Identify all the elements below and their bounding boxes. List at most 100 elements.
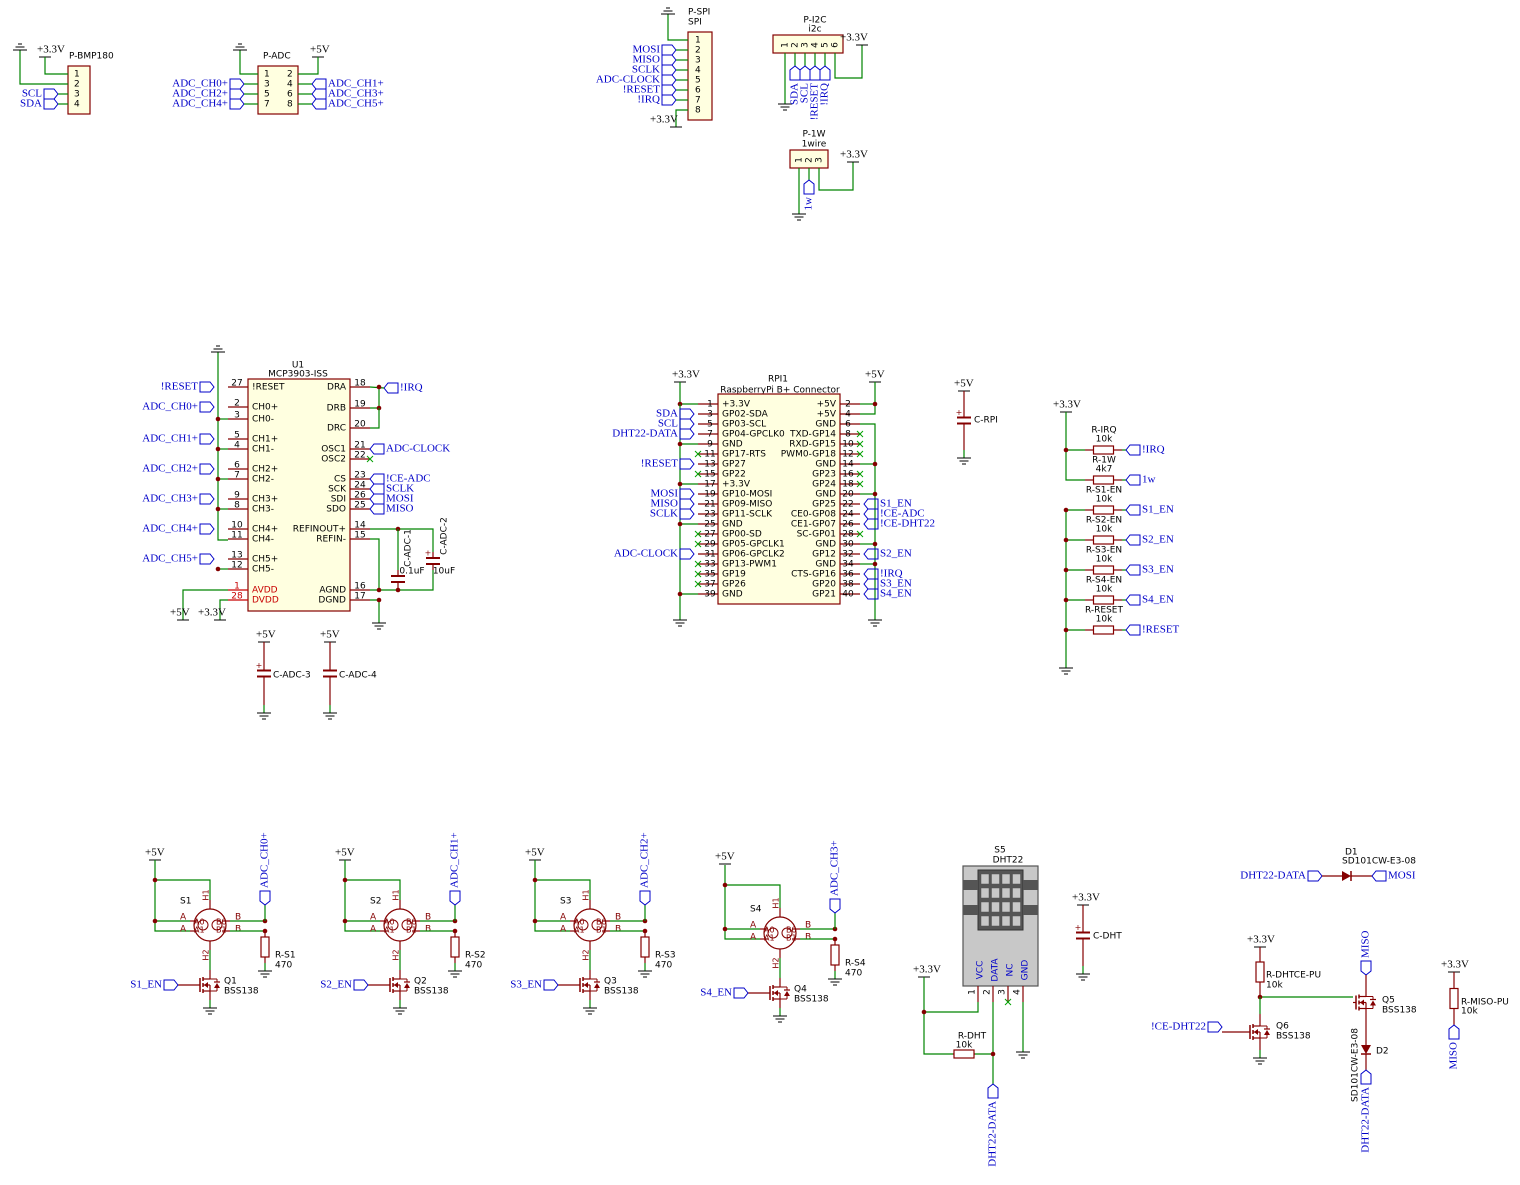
pin-name: GP24 — [812, 480, 836, 490]
pin-number: 9 — [707, 440, 713, 450]
dht22-vent — [991, 887, 1000, 899]
junction-dot — [532, 877, 538, 883]
mosfet-value: BSS138 — [604, 987, 639, 997]
global-label-flag — [679, 428, 695, 440]
junction-dot — [677, 441, 683, 447]
pin-name: CH4- — [252, 535, 274, 545]
resistor-r-miso-pu — [1449, 987, 1459, 1010]
component-body — [67, 65, 91, 115]
pin-name: A1 — [194, 926, 205, 935]
pin-name: CH2- — [252, 475, 274, 485]
power-label: +3.3V — [1247, 934, 1275, 946]
global-label-flag — [199, 553, 215, 565]
net-label: ADC_CH3+ — [328, 88, 384, 100]
pin-number: 24 — [354, 481, 366, 491]
pin-number: 27 — [704, 530, 715, 540]
global-label-flag — [383, 382, 399, 394]
junction-dot — [872, 561, 878, 567]
diode-value: SD101CW-E3-08 — [1351, 1028, 1361, 1102]
wire — [535, 879, 591, 900]
capacitor-ref: C-ADC-2 — [440, 517, 450, 555]
junction-dot — [1063, 627, 1069, 633]
component-body — [717, 393, 841, 605]
junction-dot — [677, 591, 683, 597]
pin-number: 3 — [707, 410, 713, 420]
wire — [924, 1002, 979, 1013]
pin-name: A1 — [574, 926, 585, 935]
net-label: !IRQ — [880, 568, 903, 580]
pin-number: 3 — [998, 989, 1008, 995]
connector-ref: P-1W — [802, 130, 825, 140]
global-label-flag — [679, 508, 695, 520]
pin-name: NC — [1006, 963, 1016, 976]
junction-dot — [152, 877, 158, 883]
pin-number: 4 — [74, 100, 80, 110]
pin-name: GND — [722, 590, 743, 600]
pin-name: CTS-GP16 — [791, 570, 836, 580]
pin-name: B — [615, 913, 621, 923]
wire — [370, 599, 380, 615]
junction-dot — [532, 918, 538, 924]
global-label-flag — [311, 98, 327, 110]
wire — [534, 860, 570, 932]
net-label: S3_EN — [510, 979, 542, 991]
net-label: MISO — [650, 498, 678, 510]
pin-number: 16 — [842, 470, 854, 480]
net-label: S3_EN — [1142, 564, 1174, 576]
capacitor-value: 10uF — [433, 567, 455, 577]
mosfet-value: BSS138 — [794, 995, 829, 1005]
switch-ref: S4 — [750, 905, 762, 915]
pin-name: +3.3V — [722, 480, 751, 490]
power-label: +3.3V — [1441, 959, 1469, 971]
diode-ref: D1 — [1345, 848, 1358, 858]
resistor-value: 10k — [1096, 495, 1113, 505]
switch-contact — [197, 919, 209, 931]
net-label: MISO — [632, 54, 660, 66]
switch-ref: S1 — [180, 897, 191, 907]
power-label: +3.3V — [37, 44, 65, 56]
pin-name: GP10-MOSI — [722, 490, 772, 500]
resistor-r-reset — [1092, 625, 1115, 635]
wire — [344, 860, 380, 932]
global-label-flag — [1307, 870, 1323, 882]
pin-number: 2 — [845, 400, 851, 410]
pin-name: PWM0-GP18 — [781, 450, 837, 460]
no-connect — [1004, 998, 1012, 1006]
pin-number: 13 — [231, 551, 242, 561]
body-diode — [784, 991, 790, 996]
global-label-flag — [369, 473, 385, 485]
pin-name: GP04-GPCLK0 — [722, 430, 785, 440]
pin-number: 2 — [983, 989, 993, 995]
pin-number: 2 — [695, 46, 701, 56]
mosfet-arrow — [584, 982, 588, 988]
pin-number: 25 — [704, 520, 715, 530]
no-connect — [856, 480, 864, 488]
wire — [667, 22, 688, 41]
pin-name: DVDD — [252, 596, 279, 606]
junction-dot — [722, 926, 728, 932]
global-label-flag — [679, 488, 695, 500]
connector-value: i2c — [808, 25, 821, 35]
global-label-flag — [819, 65, 831, 81]
pin-number: 20 — [842, 490, 854, 500]
pin-name: GP11-SCLK — [722, 510, 773, 520]
pin-name: CH2+ — [252, 465, 278, 475]
net-label: MOSI — [386, 493, 414, 505]
switch-ref: S2 — [370, 897, 381, 907]
pin-number: 26 — [354, 491, 366, 501]
net-label: !CE-ADC — [386, 473, 431, 485]
pin-number: 9 — [234, 491, 240, 501]
resistor-ref: R-S1 — [275, 951, 296, 961]
wire — [370, 408, 380, 429]
pin-name: B1 — [216, 926, 227, 935]
global-label-flag — [799, 65, 811, 81]
pin-name: VCC — [976, 961, 986, 980]
pin-name: CE0-GP08 — [791, 510, 836, 520]
dht22-notch — [1023, 905, 1038, 915]
capacitor-ref: C-ADC-3 — [273, 671, 311, 681]
net-label: 1w — [1142, 474, 1156, 486]
polarity-mark: + — [956, 408, 963, 417]
wire — [155, 879, 211, 900]
